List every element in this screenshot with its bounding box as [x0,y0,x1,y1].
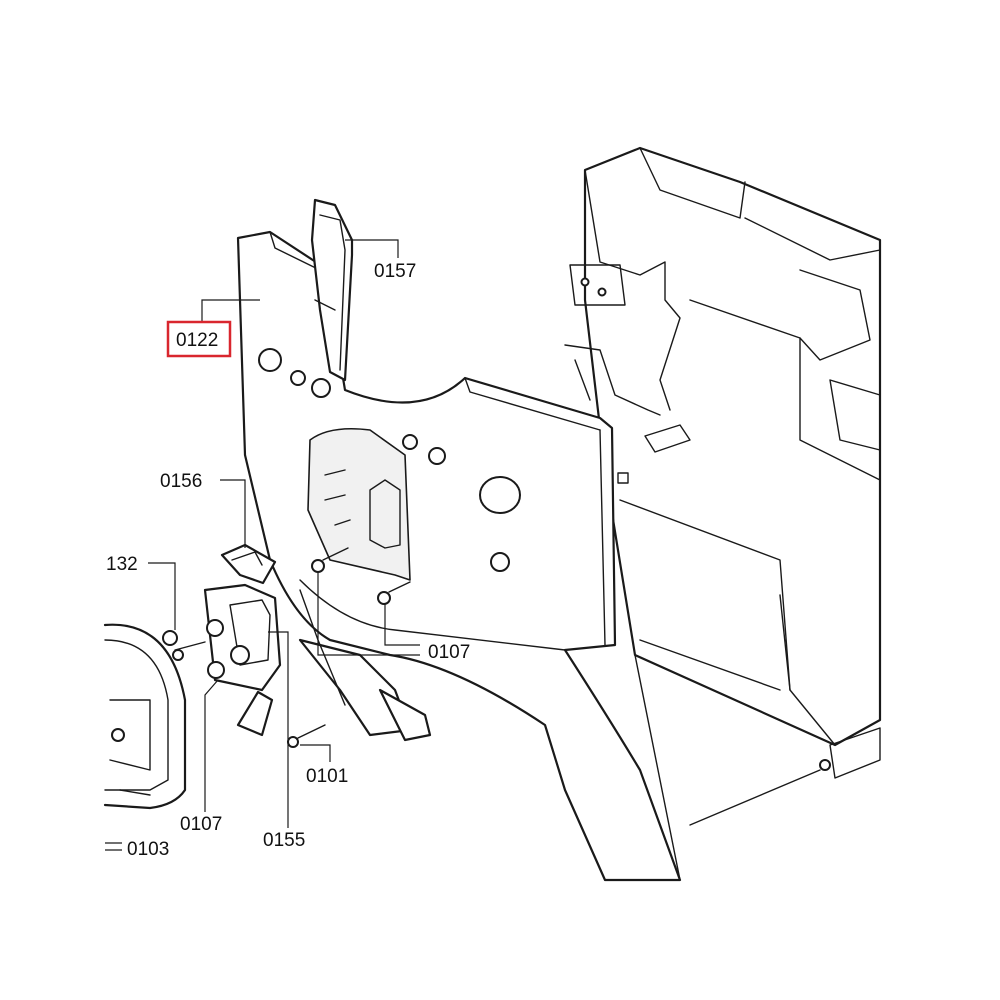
front-panel-0122 [236,230,682,882]
highlight-box-0122 [166,320,232,358]
leader-0155 [268,631,289,828]
machine-housing [564,146,882,881]
label-0157: 0157 [374,261,416,282]
leader-lines [105,239,420,851]
leader-132 [148,562,176,630]
leader-0103 [105,842,122,851]
label-0156: 0156 [160,471,202,492]
side-cover-0103 [103,623,187,810]
leader-0107-right [317,572,420,656]
label-0101: 0101 [306,766,348,787]
label-0107-right: 0107 [428,642,470,663]
label-0122: 0122 [176,330,218,351]
callout-labels: 0157 0122 0156 132 0107 0101 0107 0155 0… [106,261,470,860]
leader-0107-left [204,679,219,812]
label-0103: 0103 [127,839,169,860]
label-0155: 0155 [263,830,305,851]
label-0107-left: 0107 [180,814,222,835]
leader-0157 [345,239,399,258]
leader-0122 [201,299,260,322]
leader-0101 [300,744,331,762]
leader-0156 [220,479,246,548]
switch-assembly-0155 [162,583,282,737]
label-132: 132 [106,554,138,575]
screws [287,547,411,748]
bracket-0157 [310,198,354,382]
clip-0156 [220,543,277,585]
